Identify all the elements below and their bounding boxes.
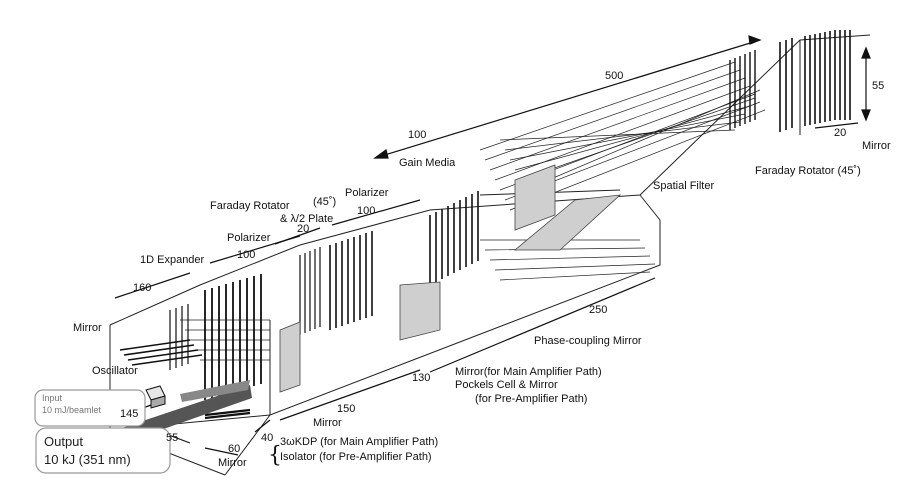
- label-for-pre-amp: (for Pre-Amplifier Path): [475, 393, 587, 405]
- arrow-500: [374, 39, 761, 159]
- label-20-right: 20: [834, 127, 846, 139]
- label-mirror-mid: Mirror: [313, 417, 342, 429]
- label-145: 145: [120, 408, 138, 420]
- label-100-gain: 100: [408, 129, 426, 141]
- arrowhead: [748, 35, 762, 45]
- label-40: 40: [261, 432, 273, 444]
- label-faraday-left: Faraday Rotator: [210, 200, 290, 212]
- label-130: 130: [412, 372, 430, 384]
- label-output-value: 10 kJ (351 nm): [44, 452, 131, 467]
- label-100-left: 100: [237, 249, 255, 261]
- label-100-polarizer: 100: [357, 205, 375, 217]
- label-500: 500: [605, 70, 623, 82]
- label-kdp: 3ωKDP (for Main Amplifier Path): [280, 436, 438, 448]
- label-pockels-cell: Pockels Cell & Mirror: [455, 379, 558, 391]
- label-mirror-left: Mirror: [73, 322, 102, 334]
- box-frame: [109, 34, 871, 476]
- label-250: 250: [589, 304, 607, 316]
- oscillator-cube: [145, 385, 166, 409]
- gray-panels: [279, 164, 622, 393]
- arrow-100-polarizer: [331, 199, 421, 226]
- label-input-value: 10 mJ/beamlet: [42, 405, 102, 415]
- label-gain-media: Gain Media: [399, 157, 456, 169]
- arrow-60: [204, 447, 239, 456]
- label-mirror-bottom: Mirror: [218, 457, 247, 469]
- label-polarizer-left: Polarizer: [227, 232, 271, 244]
- label-150: 150: [337, 403, 355, 415]
- arrow-150: [279, 369, 421, 421]
- optical-elements: [119, 30, 851, 420]
- arrow-40: [254, 419, 271, 433]
- label-55-top: 55: [872, 80, 884, 92]
- arrow-160: [114, 272, 191, 299]
- label-polarizer-center: Polarizer: [345, 187, 389, 199]
- arrow-100-left: [209, 235, 301, 264]
- label-oscillator: Oscillator: [92, 365, 138, 377]
- phase-coupling-panel: [513, 194, 622, 251]
- label-45-left: (45˚): [313, 196, 336, 208]
- beam-bundles: [180, 61, 766, 361]
- label-55-bottom: 55: [166, 432, 178, 444]
- arrow-250: [429, 277, 656, 373]
- label-spatial-filter: Spatial Filter: [653, 180, 714, 192]
- label-isolator: Isolator (for Pre-Amplifier Path): [280, 451, 432, 463]
- label-60: 60: [228, 443, 240, 455]
- label-mirror-main-amp: Mirror(for Main Amplifier Path): [455, 366, 602, 378]
- label-half-wave-plate: & λ/2 Plate: [280, 213, 333, 225]
- brace: {: [268, 443, 282, 468]
- label-input-title: Input: [42, 393, 63, 403]
- pockels-mirror-panel: [399, 281, 441, 341]
- polarizer-panel: [279, 321, 301, 393]
- output-box: [35, 427, 171, 474]
- gain-media-panel: [514, 164, 556, 231]
- label-expander: 1D Expander: [140, 254, 205, 266]
- io-boxes: [34, 389, 171, 474]
- label-output-title: Output: [44, 434, 83, 449]
- label-faraday-right: Faraday Rotator (45˚): [755, 165, 861, 177]
- label-20-left: 20: [297, 223, 309, 235]
- label-160: 160: [133, 282, 151, 294]
- input-box: [34, 389, 146, 427]
- text-labels: 500 55 20 Mirror 100 Gain Media Spatial …: [42, 70, 891, 469]
- arrowhead: [373, 148, 389, 159]
- arrow-20-right: [814, 122, 859, 129]
- label-mirror-top: Mirror: [862, 140, 891, 152]
- label-phase-coupling: Phase-coupling Mirror: [534, 335, 642, 347]
